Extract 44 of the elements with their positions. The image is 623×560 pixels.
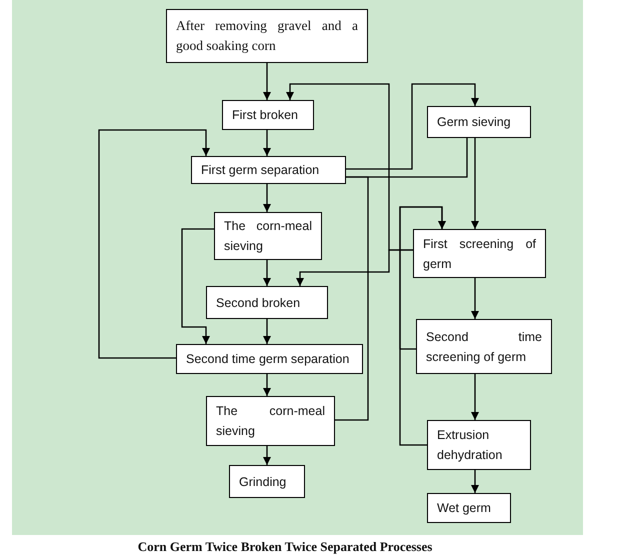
arrow bbox=[98, 129, 210, 359]
arrow bbox=[471, 138, 479, 229]
step-label: Extrusion dehydration bbox=[437, 427, 504, 464]
process-box bbox=[427, 420, 531, 470]
arrow bbox=[471, 374, 479, 420]
arrow bbox=[263, 63, 271, 100]
step-label: Germ sieving bbox=[437, 114, 512, 131]
process-box bbox=[413, 229, 546, 278]
step-label: Second time screening of germ bbox=[426, 328, 542, 366]
process-box bbox=[222, 100, 314, 130]
caption: Corn Germ Twice Broken Twice Separated Processes bbox=[136, 539, 434, 555]
arrow bbox=[471, 278, 479, 319]
step-label: The corn-meal sieving bbox=[224, 218, 312, 255]
process-box bbox=[229, 465, 305, 498]
arrow bbox=[263, 446, 271, 465]
process-box bbox=[427, 106, 531, 138]
process-box bbox=[206, 286, 328, 319]
step-label: Second time germ separation bbox=[186, 351, 350, 368]
arrow bbox=[471, 470, 479, 493]
process-box bbox=[166, 9, 368, 63]
arrow bbox=[296, 249, 413, 286]
arrow bbox=[263, 374, 271, 396]
process-box bbox=[176, 344, 363, 374]
arrow bbox=[263, 319, 271, 344]
arrow bbox=[181, 228, 214, 344]
process-box bbox=[206, 396, 335, 446]
step-label: The corn-meal sieving bbox=[216, 403, 325, 440]
process-box bbox=[427, 493, 511, 523]
step-label: First broken bbox=[232, 107, 299, 124]
process-box bbox=[191, 156, 346, 184]
arrow bbox=[263, 130, 271, 156]
arrow bbox=[399, 206, 446, 350]
step-label: Grinding bbox=[239, 474, 288, 491]
step-label: After removing gravel and a good soaking corn bbox=[176, 17, 358, 55]
step-label: Wet germ bbox=[437, 500, 492, 517]
step-label: First screening of germ bbox=[423, 236, 536, 273]
arrow bbox=[263, 184, 271, 212]
connector-line bbox=[335, 176, 369, 421]
arrow bbox=[346, 83, 479, 170]
step-label: Second broken bbox=[216, 294, 302, 312]
process-box bbox=[214, 212, 322, 260]
step-label: First germ separation bbox=[201, 162, 320, 179]
arrow bbox=[263, 260, 271, 286]
process-box bbox=[416, 319, 552, 374]
